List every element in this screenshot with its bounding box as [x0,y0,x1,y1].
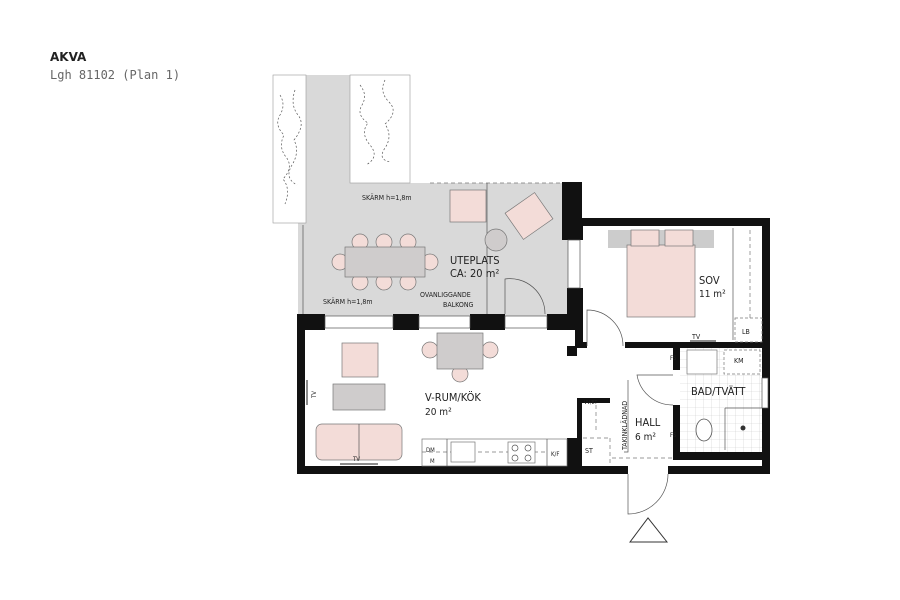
kitchen-sink [450,441,476,463]
fs-label-1: FS [670,355,677,362]
sofa-tv-label: TV [352,456,360,463]
planter-left [272,74,307,224]
dining-set [331,233,439,291]
bathroom-name: BAD/TVÄTT [691,385,746,398]
ceiling-hatch-label: TAKINKLÄDNAD [620,401,629,451]
side-table [484,228,508,252]
walls [297,182,770,474]
m-label: M [430,458,435,465]
bathroom-fixtures [686,349,762,450]
windows [324,239,769,409]
double-bed [626,244,696,318]
terrace-furniture [331,189,554,315]
stove [507,441,536,464]
armchair [449,189,487,223]
dining-table [436,332,484,370]
coffee-table [332,383,386,411]
hall-name: HALL [635,416,661,429]
doors [586,309,674,543]
dm-label: DM [426,447,435,454]
floor-drain-icon [740,425,746,431]
sink [686,349,718,375]
fs-label-2: FS [670,432,677,439]
project-title: AKVA [50,50,87,64]
planter-top [349,74,411,184]
terrace [272,74,568,317]
km-label: KM [734,357,744,365]
terrace-door-swing [504,278,546,315]
bedroom-furniture [608,228,763,343]
balcony-label-1: OVANLIGGANDE [420,291,471,299]
living-furniture [306,332,568,467]
armchair [341,342,379,378]
kitchen-counter [421,438,568,467]
balcony-label-2: BALKONG [443,301,474,309]
hall-fixtures [583,380,673,466]
kf-label: K/F [551,451,559,458]
screen-label-top: SKÄRM h=1,8m [362,193,412,202]
living-area: 20 m² [425,407,452,418]
living-tv-label: TV [311,391,318,399]
entrance-arrow-icon [629,517,669,543]
bedroom-name: SOV [699,274,720,287]
living-name: V-RUM/KÖK [425,391,481,404]
terrace-name: UTEPLATS [450,254,500,267]
vv-et-label: VV/ET [584,400,598,406]
armchair [504,192,554,240]
toilet [695,418,713,442]
lb-label: LB [742,328,750,336]
st-label: ST [585,447,593,455]
apartment-subtitle: Lgh 81102 (Plan 1) [50,68,181,82]
terrace-area: CA: 20 m² [450,267,499,280]
bedroom-area: 11 m² [699,289,726,300]
bedroom-tv-label: TV [691,333,701,341]
screen-label-bottom: SKÄRM h=1,8m [323,297,373,306]
hall-area: 6 m² [635,432,656,443]
